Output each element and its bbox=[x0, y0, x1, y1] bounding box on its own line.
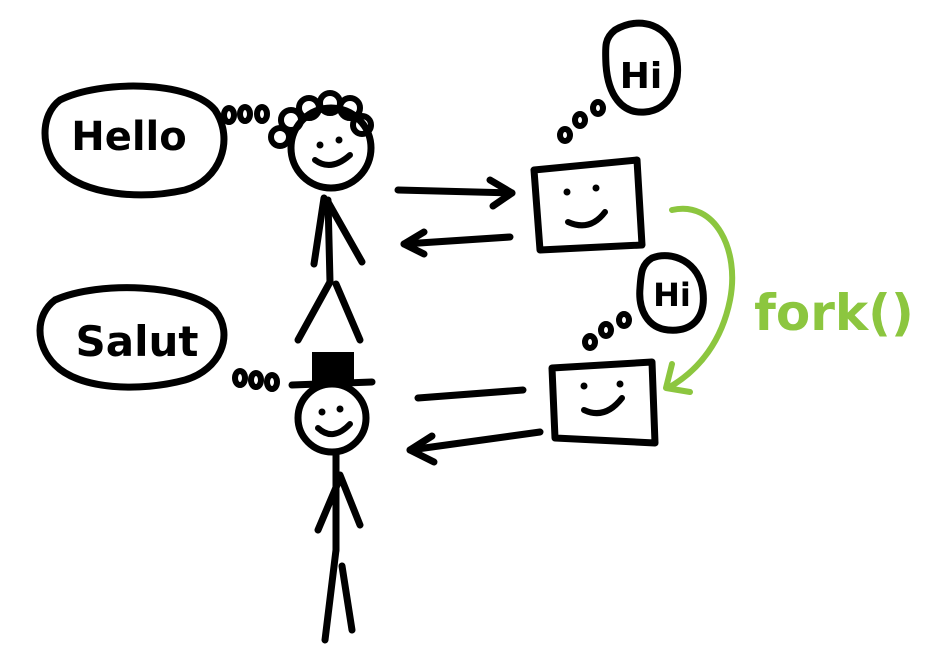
salut-bubble: Salut bbox=[36, 284, 280, 392]
client-2-eye-left bbox=[318, 408, 326, 416]
client-2-arm-left bbox=[314, 474, 344, 534]
client-1-head bbox=[287, 104, 375, 192]
fork-arrow: fork() bbox=[663, 205, 914, 395]
server-1-eye-right bbox=[592, 184, 600, 192]
client-2-head bbox=[294, 380, 370, 456]
client-2-eye-right bbox=[336, 405, 344, 413]
hi-bubble-top: Hi bbox=[557, 19, 681, 144]
client-1-smile bbox=[312, 152, 353, 168]
arrow-request-1 bbox=[394, 176, 516, 210]
arrow-response-2 bbox=[406, 428, 544, 466]
client-1-figure bbox=[268, 90, 375, 344]
client-2-leg-right bbox=[338, 562, 356, 634]
client-1-torso bbox=[324, 196, 334, 286]
server-2-eye-left bbox=[580, 382, 588, 390]
salut-text: Salut bbox=[76, 317, 199, 366]
server-1-eye-left bbox=[563, 188, 571, 196]
hi-text-bottom: Hi bbox=[653, 276, 691, 314]
hi-bubble-bottom: Hi bbox=[582, 252, 707, 351]
client-1-eye-right bbox=[335, 136, 343, 144]
hello-bubble: Hello bbox=[41, 82, 270, 199]
fork-label: fork() bbox=[754, 284, 914, 342]
client-1-eye-left bbox=[316, 141, 324, 149]
client-2-arm-right bbox=[336, 471, 364, 529]
client-1-arm-right bbox=[324, 198, 366, 266]
server-2-smile bbox=[581, 395, 625, 416]
server-2-box bbox=[548, 358, 659, 447]
client-2-smile bbox=[315, 421, 353, 437]
top-hat-crown bbox=[312, 352, 354, 384]
arrow-request-2 bbox=[414, 386, 527, 402]
client-1-leg-left bbox=[294, 278, 334, 344]
server-1-box bbox=[530, 156, 646, 254]
hello-text: Hello bbox=[71, 114, 187, 160]
client-1-leg-right bbox=[332, 280, 364, 344]
client-2-figure bbox=[288, 352, 376, 644]
server-1-smile bbox=[565, 209, 608, 229]
server-2-eye-right bbox=[616, 380, 624, 388]
arrow-response-1 bbox=[400, 228, 514, 258]
hi-text-top: Hi bbox=[620, 56, 662, 97]
client-1-arm-left bbox=[310, 194, 328, 268]
client-2-leg-left bbox=[321, 546, 340, 644]
